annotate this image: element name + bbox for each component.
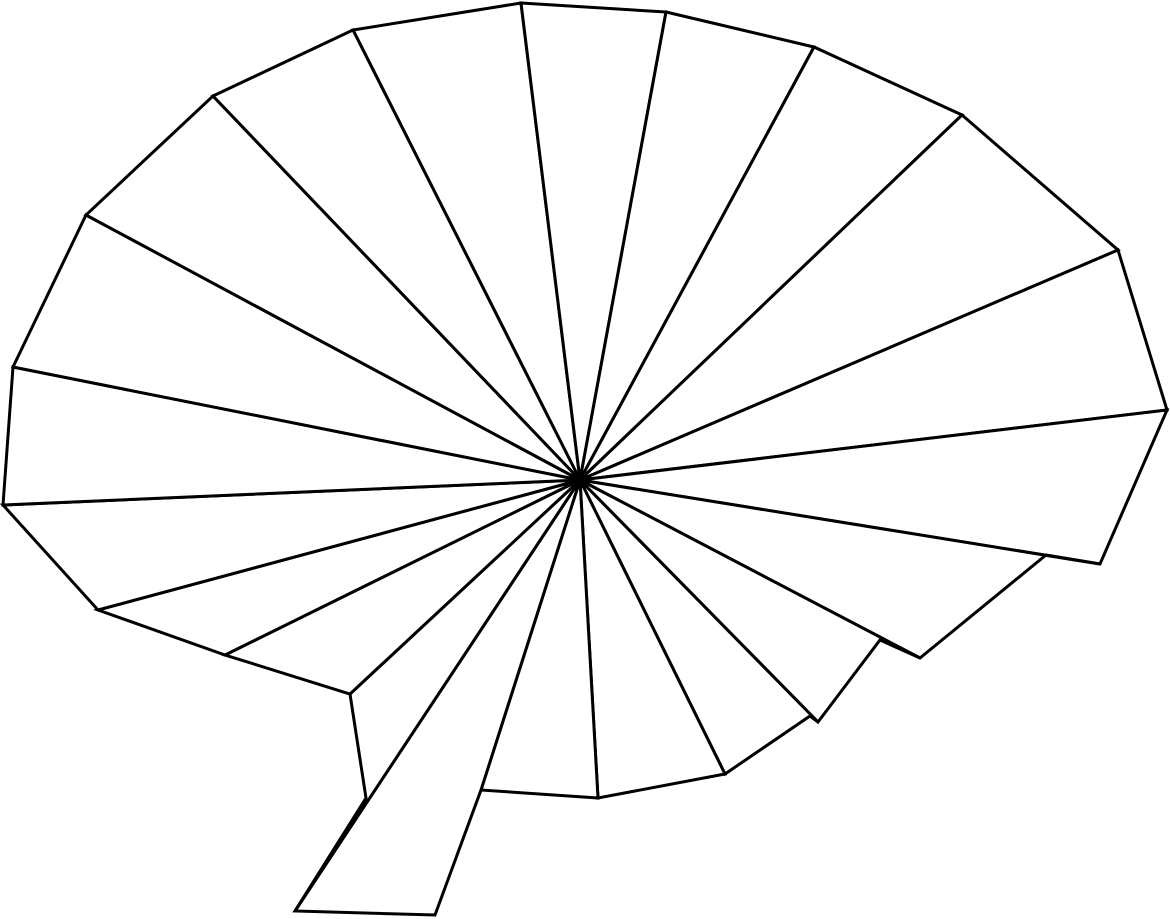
- center-hub: [575, 475, 585, 485]
- brain-wedge-21: [210, 28, 582, 482]
